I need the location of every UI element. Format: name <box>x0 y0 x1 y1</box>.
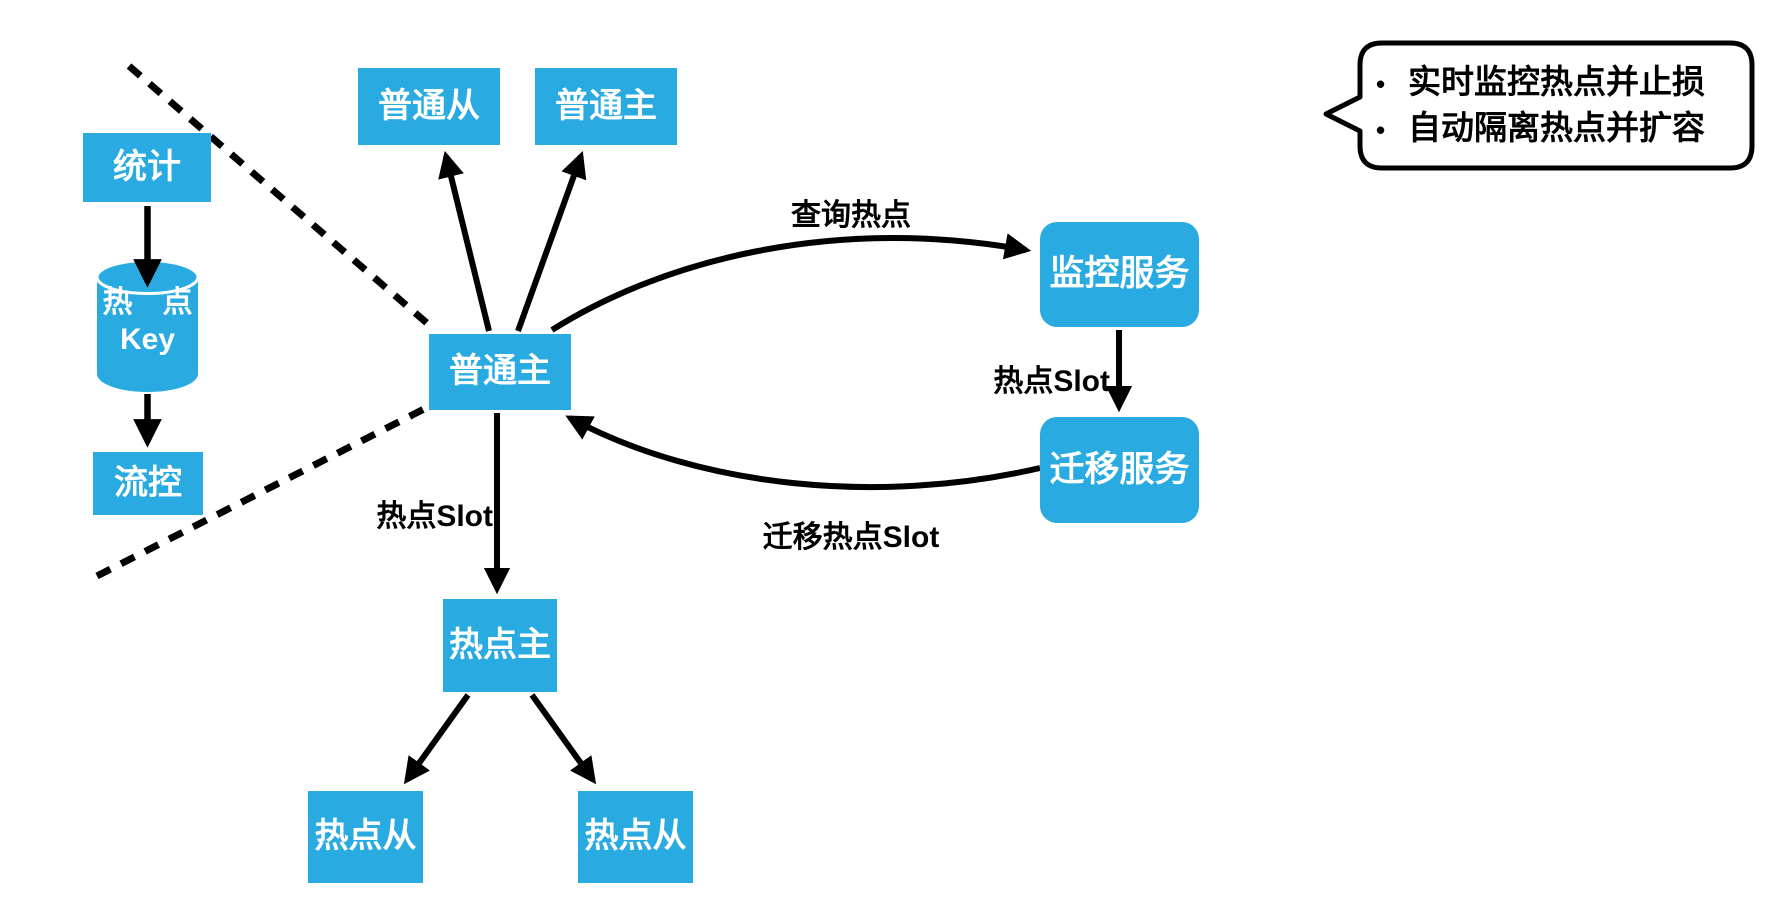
node-normal-master-center: 普通主 <box>429 334 571 410</box>
callout-list: • 实时监控热点并止损 • 自动隔离热点并扩容 <box>1360 60 1752 152</box>
node-hot-slave-left: 热点从 <box>308 791 423 883</box>
edge-master-to-normal-slave <box>438 150 492 332</box>
node-flow-control-label: 流控 <box>114 463 182 502</box>
node-migrate-service: 迁移服务 <box>1040 417 1199 523</box>
node-monitor-service-label: 监控服务 <box>1049 254 1190 294</box>
node-hot-slave-left-label: 热点从 <box>314 817 417 856</box>
node-stat: 统计 <box>83 133 211 202</box>
node-stat-label: 统计 <box>113 147 181 186</box>
node-normal-slave-top-label: 普通从 <box>378 86 480 125</box>
callout-item: • 实时监控热点并止损 <box>1376 60 1752 106</box>
node-normal-master-center-label: 普通主 <box>449 352 551 391</box>
hot-key-cylinder <box>95 259 200 392</box>
dashed-divider-lower <box>95 404 428 580</box>
callout-item: • 自动隔离热点并扩容 <box>1376 106 1752 152</box>
callout-item-text: 自动隔离热点并扩容 <box>1408 108 1705 146</box>
node-flow-control: 流控 <box>93 452 203 515</box>
edge-migrate-return-curve <box>565 415 1041 491</box>
edge-label-hot-slot-right: 热点Slot <box>993 365 1110 398</box>
callout-bubble <box>1323 40 1755 171</box>
edge-label-migrate-hot-slot: 迁移热点Slot <box>762 521 940 554</box>
bullet-icon: • <box>1376 114 1386 145</box>
edge-master-to-normal-master-top <box>515 151 587 333</box>
edge-hotmaster-to-right-slave <box>529 693 597 785</box>
edge-label-query-hotspot: 查询热点 <box>791 199 911 232</box>
node-normal-slave-top: 普通从 <box>358 68 500 145</box>
callout-item-text: 实时监控热点并止损 <box>1408 62 1705 100</box>
node-migrate-service-label: 迁移服务 <box>1049 449 1190 489</box>
edge-query-hotspot-curve <box>550 233 1032 333</box>
bullet-icon: • <box>1376 68 1386 99</box>
edge-hotmaster-to-left-slave <box>403 693 471 785</box>
node-hot-master-label: 热点主 <box>449 625 551 664</box>
dashed-divider-upper <box>126 63 431 327</box>
node-normal-master-top: 普通主 <box>535 68 677 145</box>
node-hot-slave-right: 热点从 <box>578 791 693 883</box>
node-monitor-service: 监控服务 <box>1040 222 1199 327</box>
node-hot-slave-right-label: 热点从 <box>584 817 687 856</box>
callout-note: • 实时监控热点并止损 • 自动隔离热点并扩容 <box>1360 43 1752 168</box>
edge-label-hot-slot-left: 热点Slot <box>376 500 493 533</box>
node-hot-key-store-label: 热 点 Key <box>97 262 198 380</box>
node-hot-master: 热点主 <box>443 599 557 692</box>
node-normal-master-top-label: 普通主 <box>555 86 657 125</box>
hot-key-line2: Key <box>119 323 176 356</box>
hot-key-line1: 热 点 <box>102 285 193 319</box>
